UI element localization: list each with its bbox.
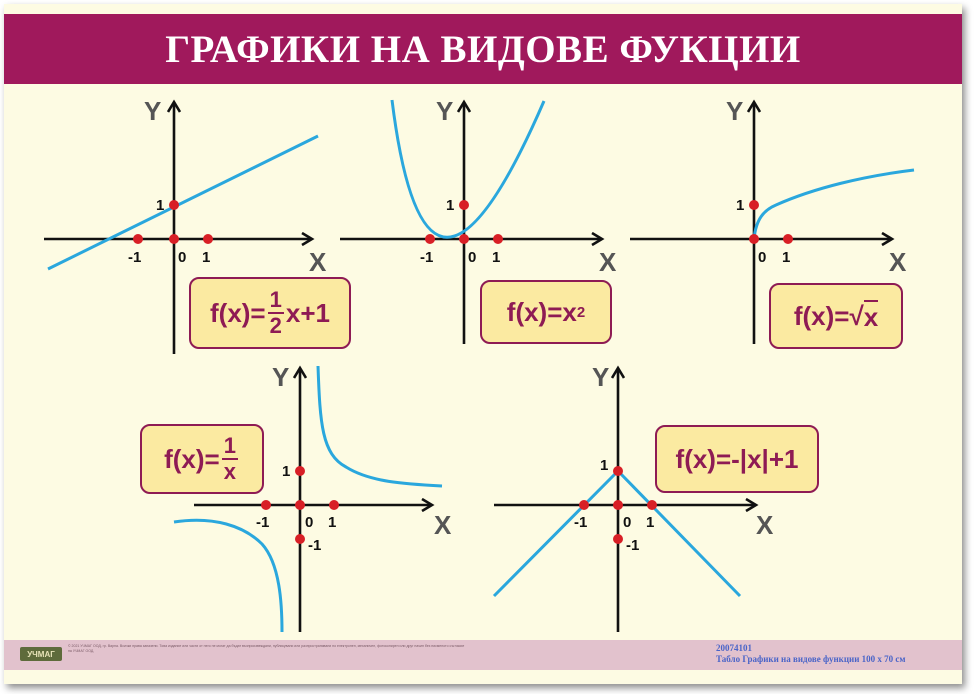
point-minus-one xyxy=(425,234,435,244)
radical-argument: x xyxy=(863,299,879,332)
point-y-one xyxy=(169,200,179,210)
formula-linear: f(x)= 1 2 x+1 xyxy=(189,277,351,349)
formula-abs: f(x)=-|x|+1 xyxy=(655,425,819,493)
x-axis-label: X xyxy=(756,510,774,540)
y-axis-label: Y xyxy=(592,362,609,392)
graphs-canvas: Y X -1 0 1 1 Y X -1 0 1 1 xyxy=(44,96,915,633)
tick-y-minus-one: -1 xyxy=(626,537,639,554)
point-one xyxy=(203,234,213,244)
point-one xyxy=(647,500,657,510)
tick-y-one: 1 xyxy=(156,197,164,214)
point-y-minus-one xyxy=(613,534,623,544)
formula-lhs: f(x)= xyxy=(164,443,220,474)
tick-minus-one: -1 xyxy=(128,249,141,266)
point-origin xyxy=(613,500,623,510)
point-one xyxy=(783,234,793,244)
tick-one: 1 xyxy=(782,249,790,266)
graph-square: Y X -1 0 1 1 xyxy=(340,96,617,344)
fraction-denominator: x xyxy=(223,459,236,484)
product-caption: Табло Графики на видове функции 100 x 70… xyxy=(716,654,906,664)
hyperbola-branch-negative xyxy=(173,518,284,633)
fraction-numerator: 1 xyxy=(267,287,284,314)
fraction-numerator: 1 xyxy=(221,433,238,460)
point-minus-one xyxy=(133,234,143,244)
graph-sqrt: Y X 0 1 1 xyxy=(630,96,915,344)
graph-reciprocal: Y X -1 0 1 1 -1 xyxy=(173,362,452,633)
formula-sqrt: f(x)=√x xyxy=(769,283,903,349)
tick-y-one: 1 xyxy=(736,197,744,214)
page-title: ГРАФИКИ НА ВИДОВЕ ФУКЦИИ xyxy=(165,27,801,71)
point-origin xyxy=(295,500,305,510)
tick-y-one: 1 xyxy=(446,197,454,214)
tick-y-one: 1 xyxy=(282,463,290,480)
graph-abs: Y X -1 0 1 1 -1 xyxy=(492,362,774,632)
tick-zero: 0 xyxy=(758,249,766,266)
formula-exponent: 2 xyxy=(576,303,586,321)
formula-lhs: f(x)=x xyxy=(506,296,577,327)
title-banner: ГРАФИКИ НА ВИДОВЕ ФУКЦИИ xyxy=(4,14,962,84)
y-axis-label: Y xyxy=(272,362,289,392)
formula-lhs: f(x)= xyxy=(793,300,850,331)
y-axis-label: Y xyxy=(144,96,161,126)
formula-text: f(x)=-|x|+1 xyxy=(675,443,799,474)
x-axis-label: X xyxy=(309,247,327,277)
hyperbola-branch-positive xyxy=(316,365,443,488)
point-origin xyxy=(169,234,179,244)
radical-sign: √ xyxy=(849,300,864,331)
product-code: 20074101 xyxy=(716,643,752,653)
sqrt-curve xyxy=(752,168,915,240)
point-one xyxy=(329,500,339,510)
formula-lhs: f(x)= xyxy=(210,297,266,328)
point-y-one xyxy=(295,466,305,476)
graph-linear: Y X -1 0 1 1 xyxy=(44,96,327,354)
tick-one: 1 xyxy=(202,249,210,266)
formula-reciprocal: f(x)= 1 x xyxy=(140,424,264,494)
x-axis-label: X xyxy=(889,247,907,277)
formula-fraction: 1 2 xyxy=(267,287,284,338)
publisher-logo: УЧМАГ xyxy=(20,647,62,661)
tick-zero: 0 xyxy=(623,514,631,531)
x-axis-label: X xyxy=(434,510,452,540)
point-minus-one xyxy=(261,500,271,510)
x-axis-label: X xyxy=(599,247,617,277)
tick-minus-one: -1 xyxy=(420,249,433,266)
formula-fraction: 1 x xyxy=(221,433,238,484)
parabola-curve xyxy=(390,99,546,239)
tick-y-minus-one: -1 xyxy=(308,537,321,554)
point-y-one xyxy=(613,466,623,476)
point-minus-one xyxy=(579,500,589,510)
fraction-denominator: 2 xyxy=(269,313,282,338)
tick-one: 1 xyxy=(328,514,336,531)
point-y-one xyxy=(459,200,469,210)
formula-rest: x+1 xyxy=(285,297,330,328)
y-axis-label: Y xyxy=(726,96,743,126)
poster: ГРАФИКИ НА ВИДОВЕ ФУКЦИИ Y X -1 0 1 1 xyxy=(4,4,962,684)
tick-minus-one: -1 xyxy=(574,514,587,531)
tick-zero: 0 xyxy=(178,249,186,266)
tick-zero: 0 xyxy=(468,249,476,266)
point-one xyxy=(493,234,503,244)
footer-strip xyxy=(4,640,962,670)
point-origin xyxy=(459,234,469,244)
tick-minus-one: -1 xyxy=(256,514,269,531)
tick-one: 1 xyxy=(646,514,654,531)
footer-product-info: 20074101 Табло Графики на видове функции… xyxy=(716,643,906,665)
point-origin xyxy=(749,234,759,244)
footer-copyright: © 2021 УЧМАГ ООД, гр. Варна. Всички прав… xyxy=(68,644,465,653)
point-y-minus-one xyxy=(295,534,305,544)
point-y-one xyxy=(749,200,759,210)
tick-zero: 0 xyxy=(305,514,313,531)
tick-y-one: 1 xyxy=(600,457,608,474)
y-axis-label: Y xyxy=(436,96,453,126)
linear-curve xyxy=(47,134,319,271)
tick-one: 1 xyxy=(492,249,500,266)
